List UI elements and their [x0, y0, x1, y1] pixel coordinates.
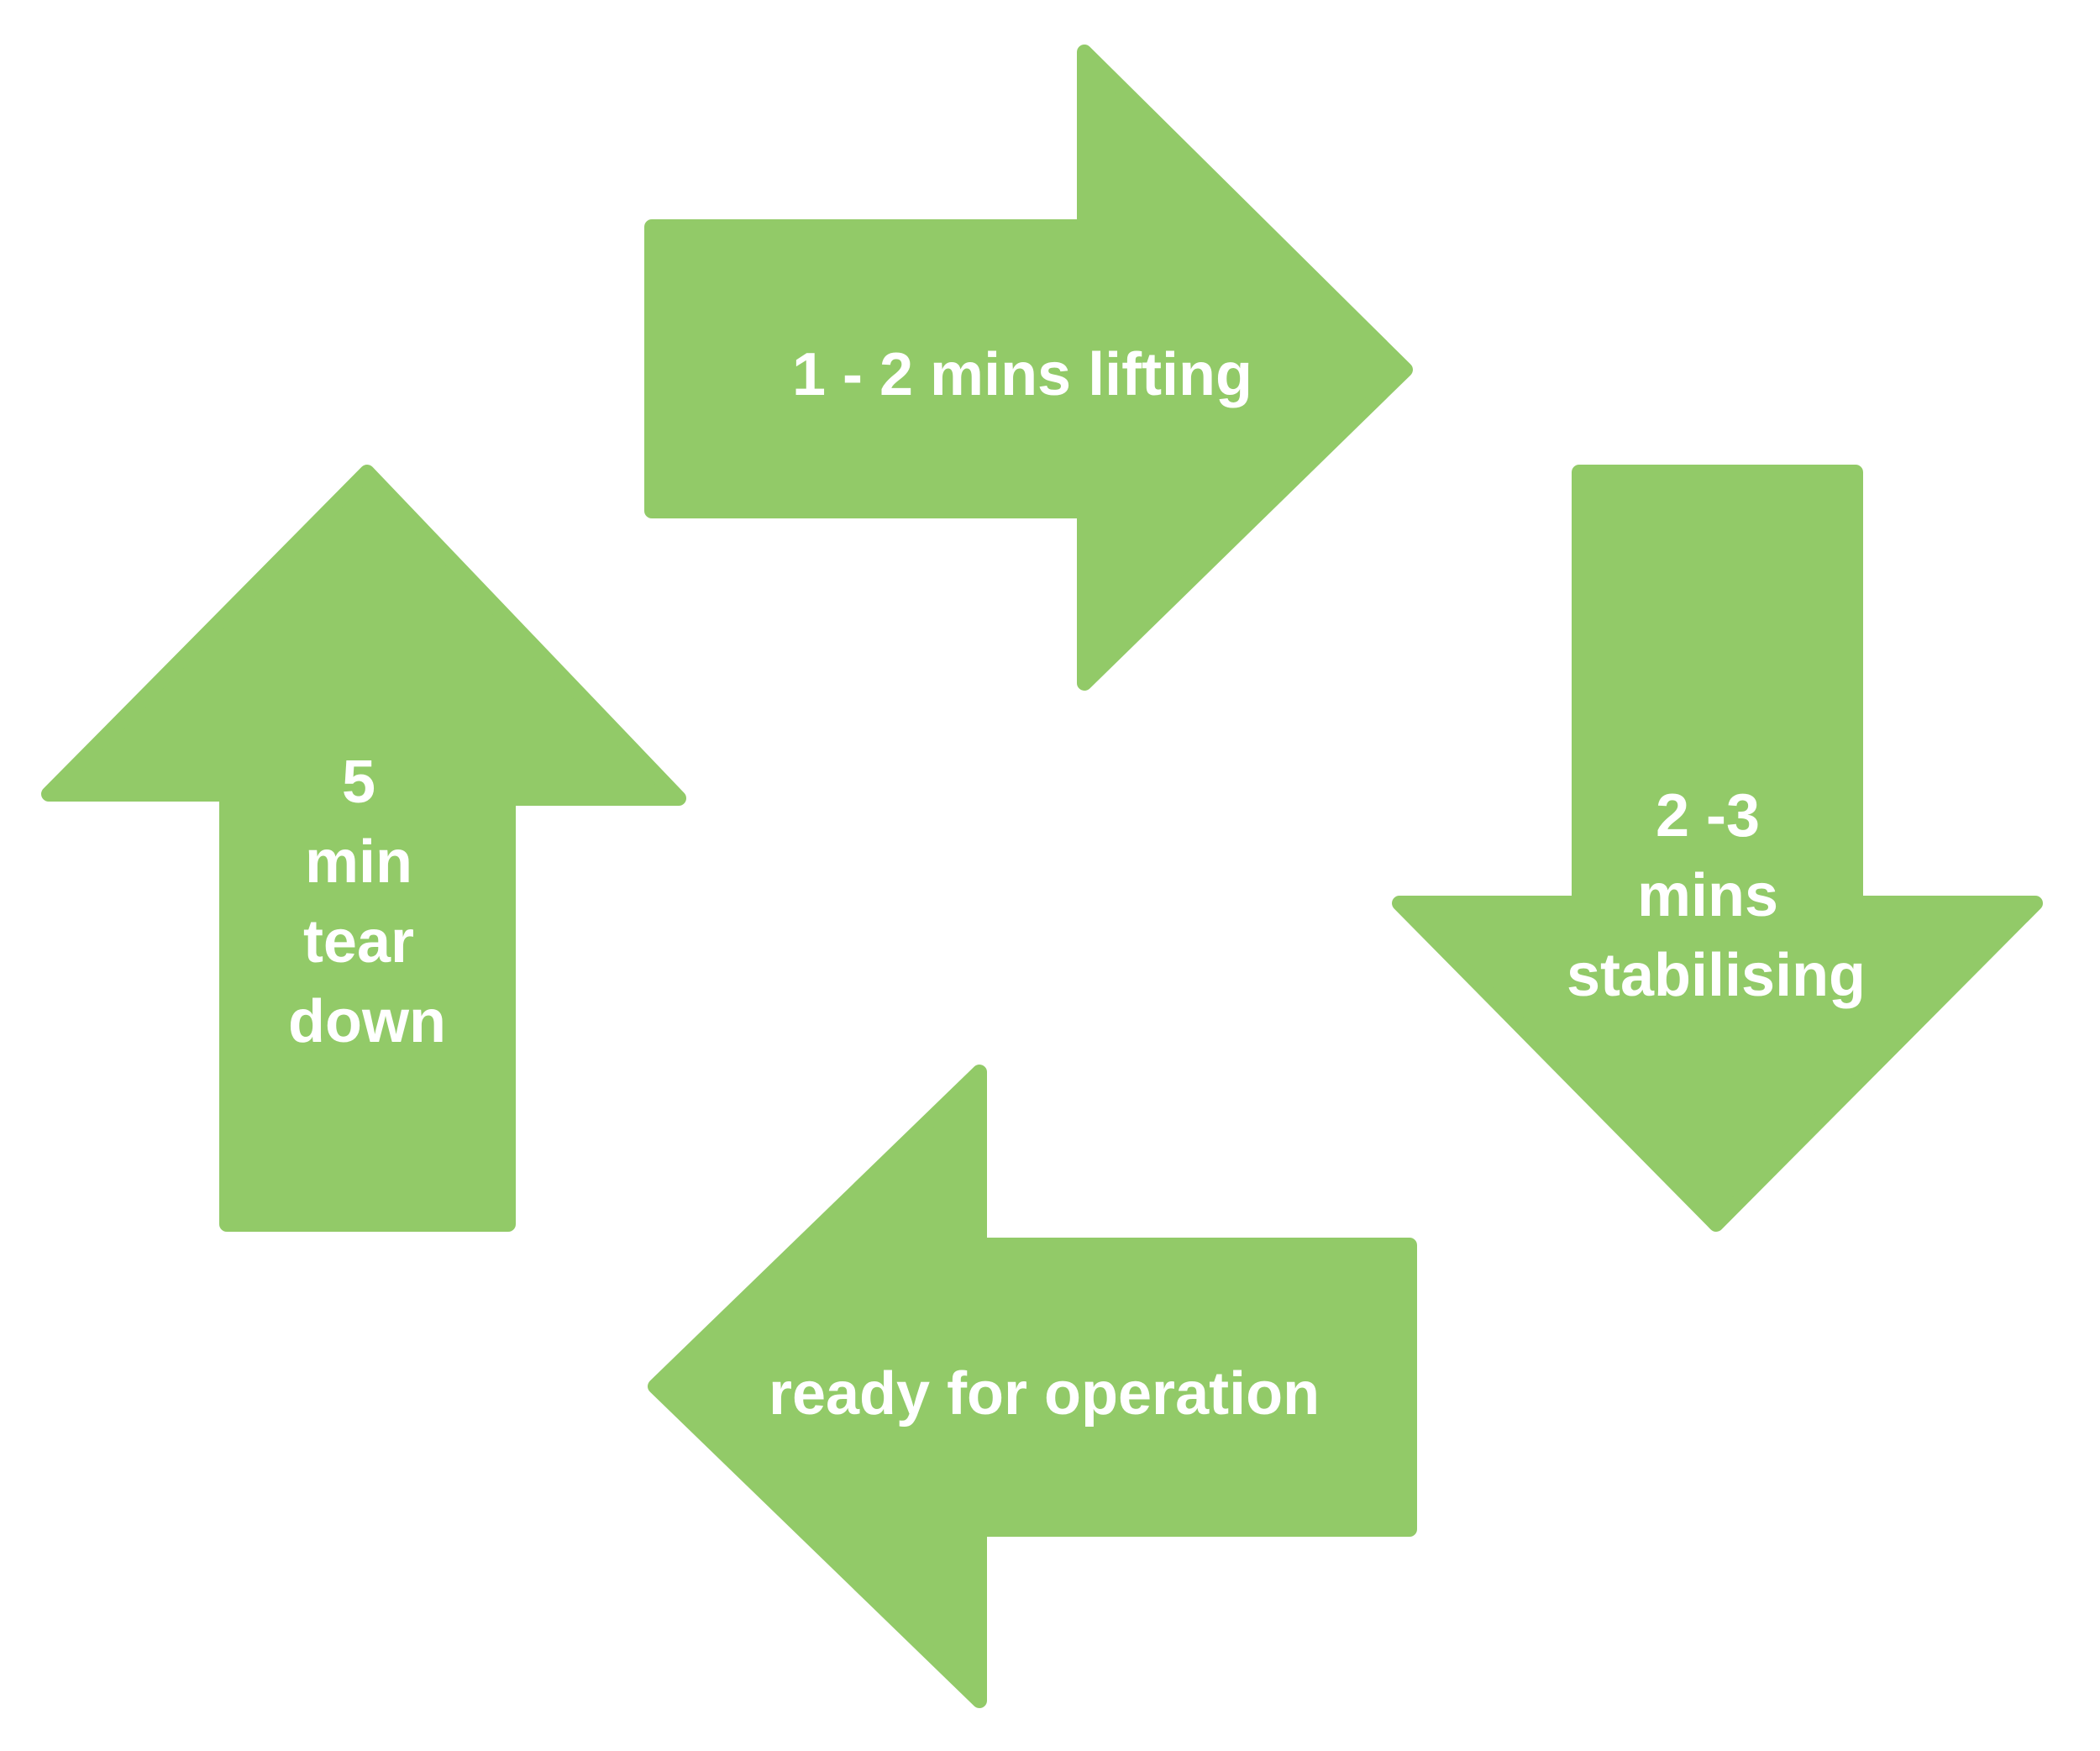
- arrow-operation-shape: [648, 1065, 1417, 1708]
- arrow-teardown-label-line: 5: [342, 749, 375, 816]
- arrow-teardown-label-line: down: [288, 988, 446, 1055]
- arrow-operation-label-line: ready for operation: [769, 1360, 1320, 1428]
- arrow-stabilising: 2 -3 mins stabilising: [1392, 465, 2043, 1232]
- arrow-teardown-label: 5 min tear down: [288, 749, 446, 1055]
- arrow-operation: ready for operation: [648, 1065, 1417, 1708]
- arrow-lifting-shape: [644, 45, 1413, 691]
- arrow-lifting-label-line: 1 - 2 mins lifting: [792, 341, 1252, 408]
- arrow-stabilising-label-line: mins: [1637, 862, 1778, 929]
- arrow-stabilising-shape: [1392, 465, 2043, 1232]
- arrow-lifting: 1 - 2 mins lifting: [644, 45, 1413, 691]
- arrow-teardown: 5 min tear down: [41, 465, 686, 1232]
- arrow-stabilising-label-line: stabilising: [1567, 942, 1866, 1009]
- arrow-stabilising-label-line: 2 -3: [1656, 782, 1760, 849]
- arrow-lifting-label: 1 - 2 mins lifting: [792, 341, 1252, 408]
- arrow-teardown-label-line: tear: [303, 908, 414, 975]
- arrow-teardown-label-line: min: [305, 828, 412, 896]
- arrow-teardown-shape: [41, 465, 686, 1232]
- arrow-stabilising-label: 2 -3 mins stabilising: [1567, 782, 1866, 1009]
- arrow-operation-label: ready for operation: [769, 1360, 1320, 1428]
